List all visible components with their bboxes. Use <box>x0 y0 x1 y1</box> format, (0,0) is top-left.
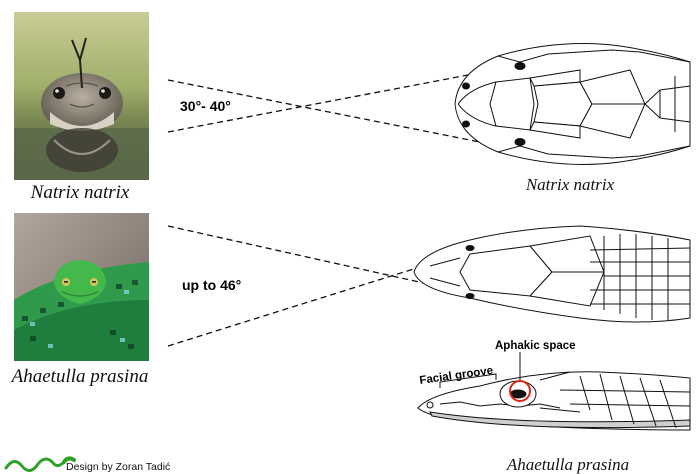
label-facial-groove: Facial groove <box>419 365 494 387</box>
drawing-caption-ahaetulla: Ahaetulla prasina <box>506 455 629 474</box>
drawing-natrix-head <box>455 44 690 165</box>
credit-text: Design by Zoran Tadić <box>66 461 170 473</box>
natrix-right-eye <box>99 87 111 99</box>
photo-ahaetulla-prasina <box>14 213 149 361</box>
label-aphakic-space: Aphakic space <box>495 340 576 352</box>
photo-caption-ahaetulla: Ahaetulla prasina <box>10 366 149 387</box>
drawing-ahaetulla-dorsal <box>414 226 690 322</box>
drawing-caption-natrix: Natrix natrix <box>525 175 615 194</box>
photo-natrix-natrix <box>14 12 149 180</box>
angle-label-top: 30°- 40° <box>180 98 231 114</box>
angle-label-bottom: up to 46° <box>182 277 241 293</box>
designer-snake-logo-icon <box>6 458 74 470</box>
natrix-left-eye <box>53 87 65 99</box>
photo-caption-natrix: Natrix natrix <box>30 182 130 203</box>
